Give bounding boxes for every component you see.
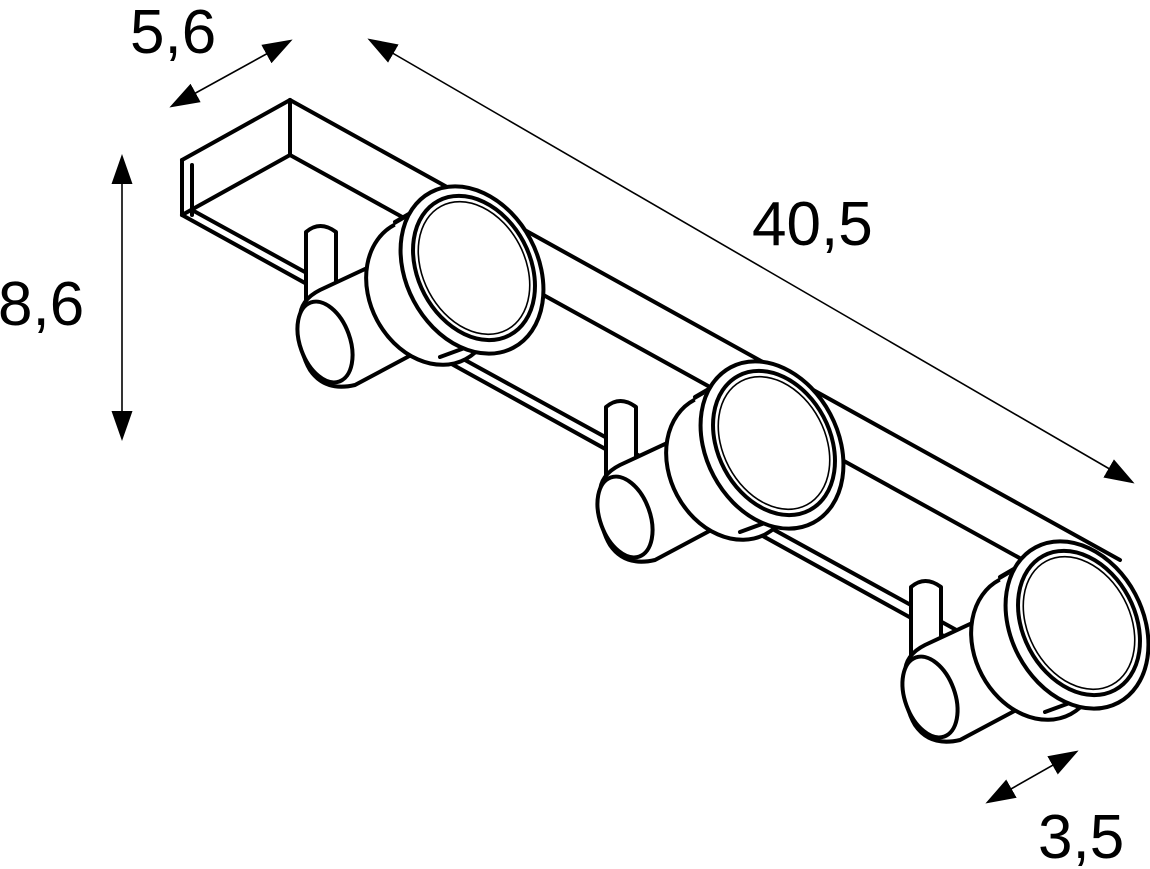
depth-label: 5,6 — [130, 0, 216, 67]
height-label: 8,6 — [0, 270, 84, 339]
depth-dimension-arrow — [169, 39, 293, 108]
spot-width-label: 3,5 — [1038, 803, 1124, 869]
length-label: 40,5 — [752, 190, 873, 259]
length-dimension-arrow — [367, 38, 1135, 484]
spot-width-dimension-arrow — [985, 750, 1079, 804]
